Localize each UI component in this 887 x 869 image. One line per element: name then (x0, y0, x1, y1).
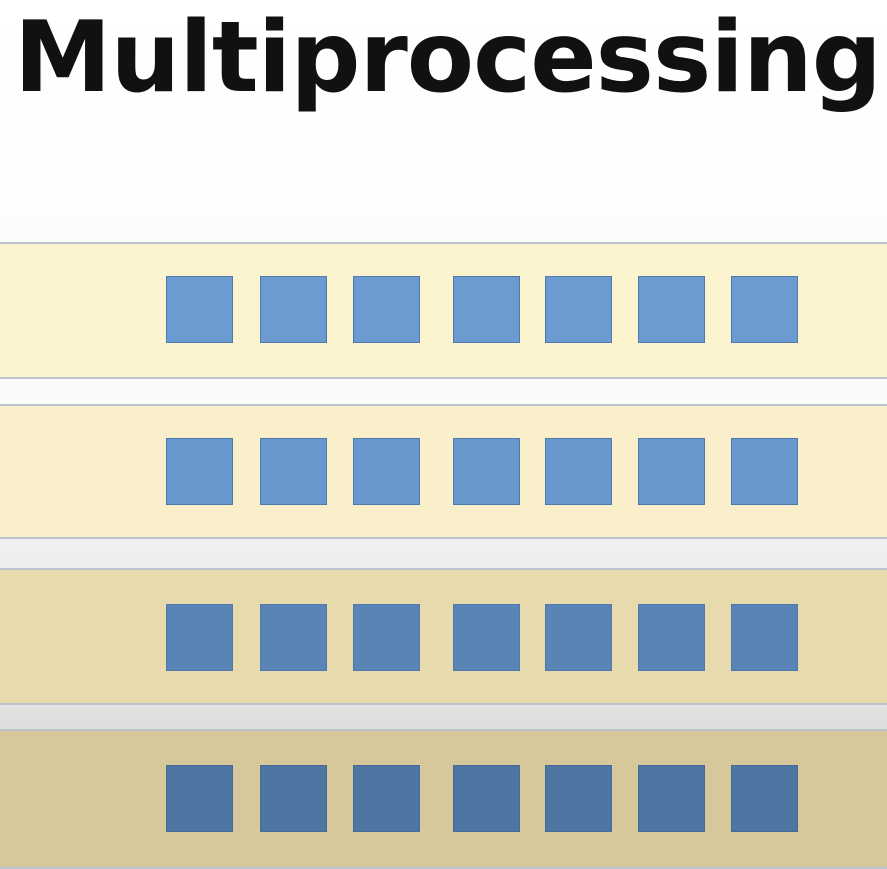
page-title: Multiprocessing (14, 1, 882, 115)
task-square (731, 438, 798, 505)
task-square (453, 276, 520, 343)
task-square (453, 604, 520, 671)
task-square (545, 276, 612, 343)
task-square (453, 438, 520, 505)
process-band-2 (0, 404, 887, 539)
task-square (453, 765, 520, 832)
task-square (353, 765, 420, 832)
task-square (166, 438, 233, 505)
task-square (638, 438, 705, 505)
task-square (166, 276, 233, 343)
task-square (166, 765, 233, 832)
task-square (260, 276, 327, 343)
task-square (260, 765, 327, 832)
task-square (260, 438, 327, 505)
task-square (638, 276, 705, 343)
task-square (638, 765, 705, 832)
task-square (166, 604, 233, 671)
task-square (545, 604, 612, 671)
task-square (353, 604, 420, 671)
process-band-4 (0, 729, 887, 869)
task-square (353, 276, 420, 343)
task-square (731, 765, 798, 832)
task-square (638, 604, 705, 671)
task-square (731, 604, 798, 671)
process-band-1 (0, 242, 887, 379)
task-square (353, 438, 420, 505)
task-square (545, 765, 612, 832)
task-square (731, 276, 798, 343)
task-square (545, 438, 612, 505)
task-square (260, 604, 327, 671)
process-band-3 (0, 568, 887, 705)
